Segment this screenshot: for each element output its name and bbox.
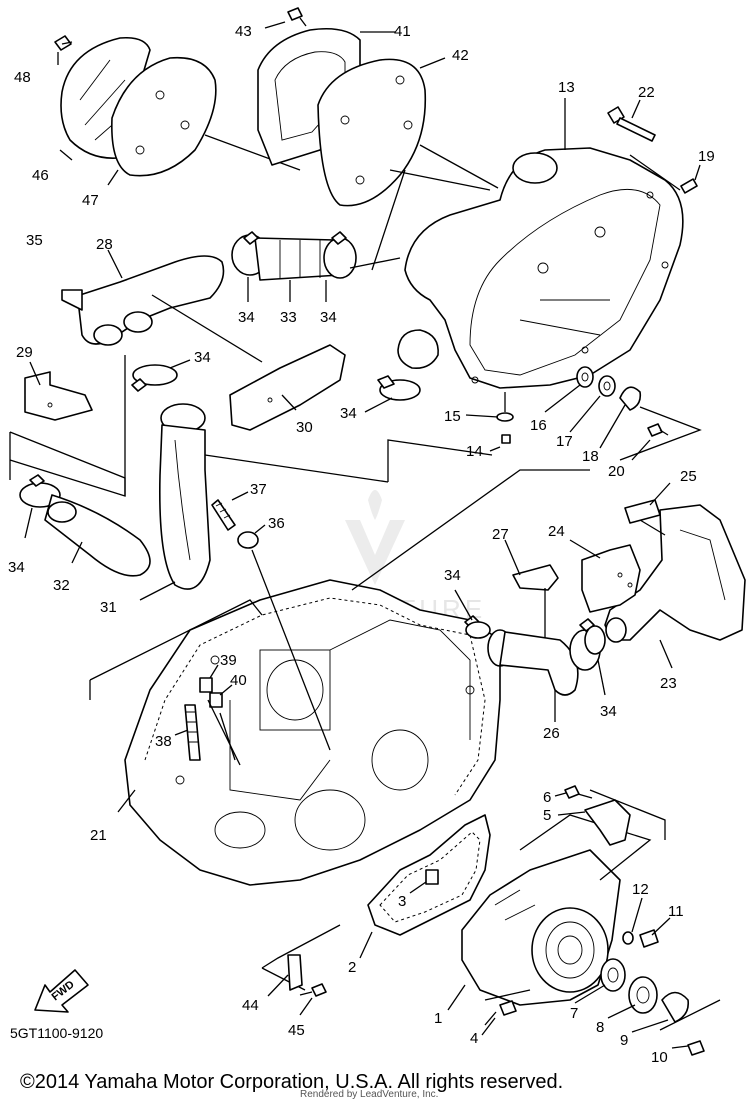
part-31-duct <box>158 403 211 590</box>
part-5-bracket <box>584 799 631 846</box>
callout-37: 37 <box>250 481 267 498</box>
callout-40: 40 <box>230 672 247 689</box>
part-6-bolt <box>564 785 593 799</box>
callout-15: 15 <box>444 408 461 425</box>
callout-31: 31 <box>100 599 117 616</box>
callout-34-g: 34 <box>600 703 617 720</box>
callout-2: 2 <box>348 959 356 976</box>
callout-10: 10 <box>651 1049 668 1066</box>
part-24-shield <box>581 544 641 613</box>
callout-30: 30 <box>296 419 313 436</box>
callout-29: 29 <box>16 344 33 361</box>
part-14-15-plug <box>465 392 514 452</box>
part-22-bolt <box>607 106 656 142</box>
part-32-duct <box>19 474 151 577</box>
callout-20: 20 <box>608 463 625 480</box>
part-33-34-hose <box>231 231 357 281</box>
callout-41: 41 <box>394 23 411 40</box>
callout-42: 42 <box>452 47 469 64</box>
callout-13: 13 <box>558 79 575 96</box>
part-30-shield <box>229 344 346 431</box>
callout-26: 26 <box>543 725 560 742</box>
callout-32: 32 <box>53 577 70 594</box>
part-38-39-40-dowels <box>184 677 223 761</box>
part-4-bolt <box>484 989 531 1026</box>
part-19-pin <box>680 178 698 194</box>
callout-28: 28 <box>96 236 113 253</box>
callout-46: 46 <box>32 167 49 184</box>
callout-39: 39 <box>220 652 237 669</box>
callout-7: 7 <box>570 1005 578 1022</box>
fwd-arrow-icon: FWD <box>34 969 89 1013</box>
part-3-pin <box>425 869 439 885</box>
callout-23: 23 <box>660 675 677 692</box>
part-13-crankcase-cover <box>397 147 684 389</box>
callout-34-d: 34 <box>340 405 357 422</box>
callout-34-b: 34 <box>320 309 337 326</box>
part-44-45-bracket <box>287 954 327 997</box>
callout-5: 5 <box>543 807 551 824</box>
callout-22: 22 <box>638 84 655 101</box>
part-7-8-9-10-seals <box>600 958 705 1056</box>
callout-36: 36 <box>268 515 285 532</box>
callout-8: 8 <box>596 1019 604 1036</box>
part-34-clamp-b <box>377 375 421 401</box>
callout-38: 38 <box>155 733 172 750</box>
part-21-crankcase <box>124 579 501 886</box>
callout-34-f: 34 <box>444 567 461 584</box>
callout-25: 25 <box>680 468 697 485</box>
part-1-cover <box>461 849 621 1006</box>
part-16-17-18-seals <box>544 366 702 461</box>
callout-3: 3 <box>398 893 406 910</box>
part-26-hose <box>464 615 606 696</box>
callout-34-c: 34 <box>194 349 211 366</box>
callout-labels: 1 2 3 4 5 6 7 8 9 10 11 12 13 14 15 16 1… <box>8 23 715 1066</box>
callout-14: 14 <box>466 443 483 460</box>
part-28-duct <box>61 255 225 346</box>
callout-33: 33 <box>280 309 297 326</box>
callout-19: 19 <box>698 148 715 165</box>
part-11-12-plug <box>622 929 659 948</box>
callout-48: 48 <box>14 69 31 86</box>
callout-44: 44 <box>242 997 259 1014</box>
figure-id: 5GT1100-9120 <box>10 1025 103 1041</box>
callout-18: 18 <box>582 448 599 465</box>
callout-6: 6 <box>543 789 551 806</box>
callout-9: 9 <box>620 1032 628 1049</box>
callout-27: 27 <box>492 526 509 543</box>
part-34-clamp-a <box>131 364 178 392</box>
callout-43: 43 <box>235 23 252 40</box>
part-41-42-plates <box>257 7 427 207</box>
rendered-by-text: Rendered by LeadVenture, Inc. <box>300 1089 438 1099</box>
part-27-seal <box>512 564 559 591</box>
part-25-label <box>624 499 661 524</box>
callout-4: 4 <box>470 1030 478 1047</box>
callout-17: 17 <box>556 433 573 450</box>
callout-34-e: 34 <box>8 559 25 576</box>
callout-11: 11 <box>668 903 684 920</box>
part-29-bracket <box>24 371 93 421</box>
part-36-37-parts <box>211 499 259 549</box>
callout-24: 24 <box>548 523 565 540</box>
callout-1: 1 <box>434 1010 442 1027</box>
callout-35: 35 <box>26 232 43 249</box>
copyright-text: ©2014 Yamaha Motor Corporation, U.S.A. A… <box>20 1071 563 1093</box>
callout-47: 47 <box>82 192 99 209</box>
callout-34-a: 34 <box>238 309 255 326</box>
callout-45: 45 <box>288 1022 305 1039</box>
part-46-47-cover <box>54 35 217 177</box>
callout-16: 16 <box>530 417 547 434</box>
callout-21: 21 <box>90 827 107 844</box>
callout-12: 12 <box>632 881 649 898</box>
